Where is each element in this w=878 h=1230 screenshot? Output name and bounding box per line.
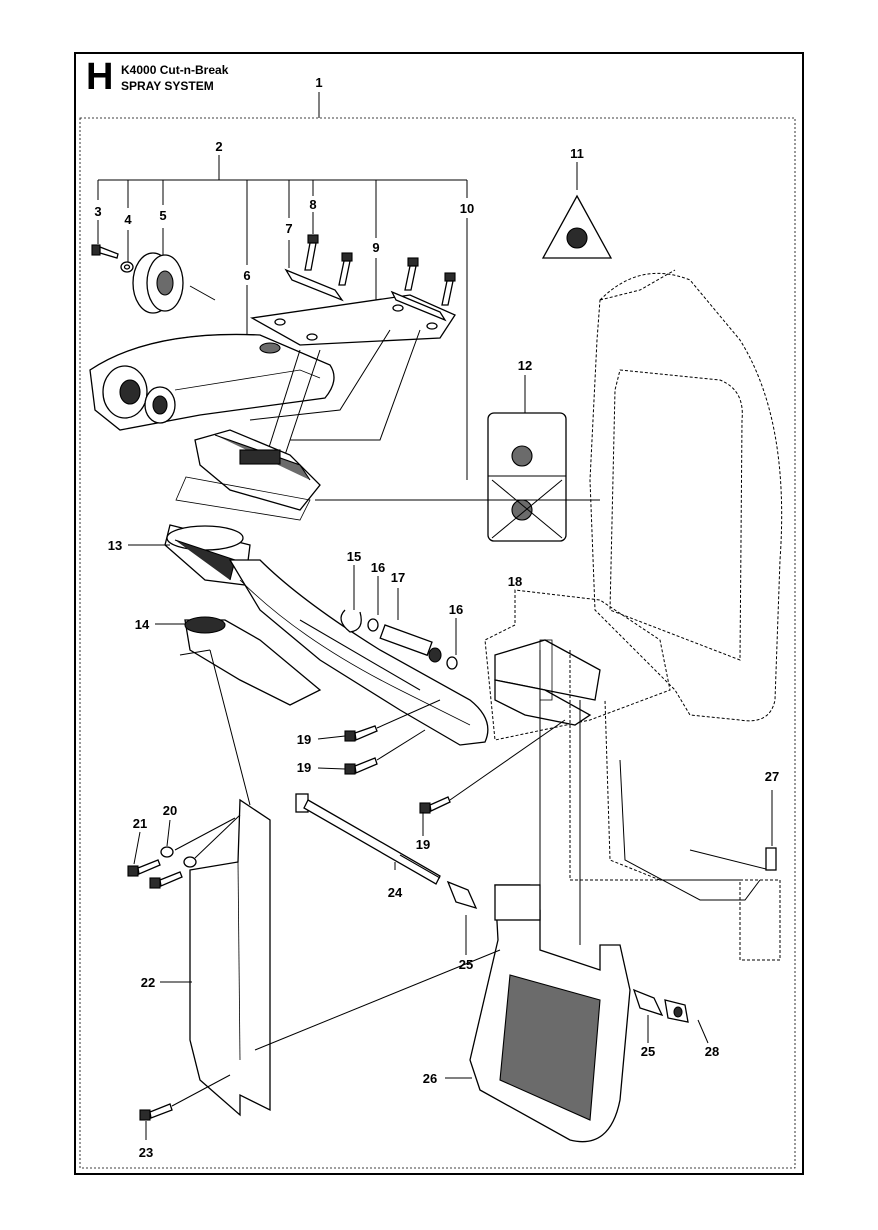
callout-label: 4 xyxy=(124,212,132,227)
callout-label: 21 xyxy=(133,816,147,831)
callout-label: 1 xyxy=(315,75,322,90)
callout-label: 12 xyxy=(518,358,532,373)
engine-cover xyxy=(315,269,783,722)
callout-label: 3 xyxy=(94,204,101,219)
callout-label: 18 xyxy=(508,574,522,589)
callout-label: 15 xyxy=(347,549,361,564)
callout-label: 7 xyxy=(285,221,292,236)
callout-label: 14 xyxy=(135,617,150,632)
drawing-frame xyxy=(74,52,804,1175)
callout-label: 23 xyxy=(139,1145,153,1160)
screw-23 xyxy=(139,1074,231,1140)
callout-label: 2 xyxy=(215,139,222,154)
hose-end-27 xyxy=(765,847,777,871)
callout-label: 17 xyxy=(391,570,405,585)
section-title: SPRAY SYSTEM xyxy=(121,79,214,93)
screw-part xyxy=(91,220,119,259)
connector-13 xyxy=(128,524,251,586)
callout-label: 11 xyxy=(570,146,584,161)
valve-block xyxy=(194,429,321,511)
callout-label: 28 xyxy=(705,1044,719,1059)
callout-labels: 1 2 3 4 5 6 7 8 9 10 11 12 13 14 15 16 1… xyxy=(94,75,779,1160)
spacers-25 xyxy=(446,880,664,1043)
callout-label: 16 xyxy=(449,602,463,617)
hose-parts xyxy=(340,565,458,670)
callout-label: 20 xyxy=(163,803,177,818)
callout-label: 22 xyxy=(141,975,155,990)
callout-label: 19 xyxy=(297,760,311,775)
callout-label: 6 xyxy=(243,268,250,283)
clamp-right xyxy=(390,290,447,322)
screws-19 xyxy=(317,699,566,836)
screws-group xyxy=(304,212,456,306)
callout-label: 19 xyxy=(416,837,430,852)
hose-arm xyxy=(228,559,489,746)
washers-20-21 xyxy=(127,814,241,889)
callout-label: 27 xyxy=(765,769,779,784)
instruction-label xyxy=(487,375,567,542)
assembly-boundary xyxy=(79,117,796,1169)
callout-label: 5 xyxy=(159,208,166,223)
long-bolt-24 xyxy=(295,793,441,885)
callout-label: 8 xyxy=(309,197,316,212)
callout-label: 16 xyxy=(371,560,385,575)
handle-26 xyxy=(254,650,631,1143)
callout-label: 13 xyxy=(108,538,122,553)
section-letter: H xyxy=(86,56,114,98)
bracket-18 xyxy=(494,639,601,726)
model-title: K4000 Cut-n-Break xyxy=(121,63,229,77)
warning-label xyxy=(541,162,613,259)
handle-bracket-22 xyxy=(160,649,271,1117)
callout-label: 26 xyxy=(423,1071,437,1086)
callout-label: 9 xyxy=(372,240,379,255)
cover-plate xyxy=(250,294,456,346)
callout-label: 19 xyxy=(297,732,311,747)
callout-label: 24 xyxy=(388,885,403,900)
bracket-outline xyxy=(484,589,671,741)
clamp-left xyxy=(284,268,344,302)
wheel-part xyxy=(132,228,216,314)
callout-label: 10 xyxy=(460,201,474,216)
guard-housing xyxy=(89,333,335,431)
washer-part xyxy=(120,230,134,273)
callout-label: 25 xyxy=(459,957,473,972)
callout-label: 25 xyxy=(641,1044,655,1059)
nut-28 xyxy=(664,999,709,1044)
fitting-14 xyxy=(155,616,322,706)
